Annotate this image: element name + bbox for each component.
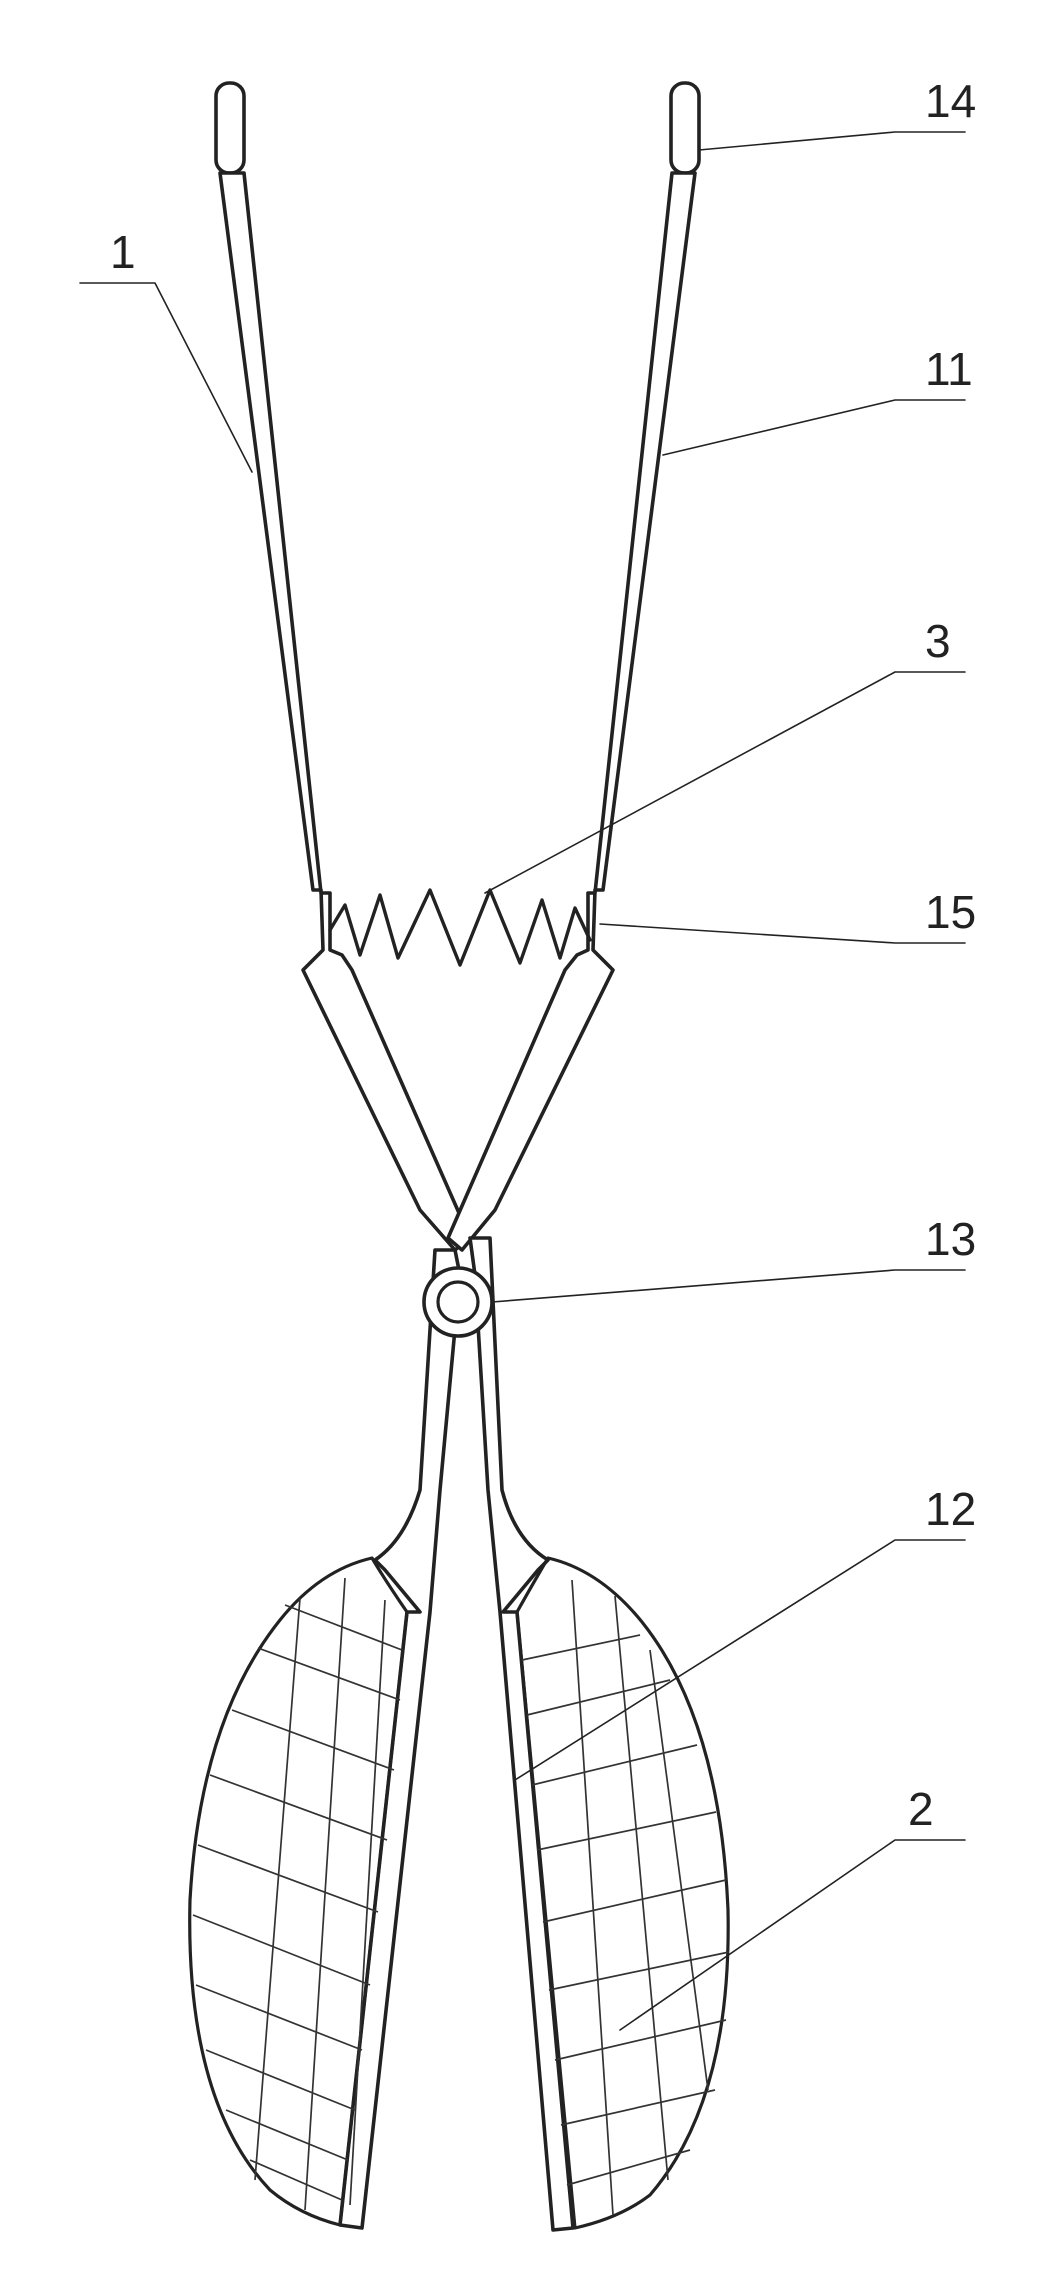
- net-basket-right: [515, 1556, 730, 2230]
- callout-14: 14: [925, 75, 976, 127]
- jaw-right: [468, 1236, 575, 2232]
- callout-2: 2: [908, 1783, 934, 1835]
- callout-3: 3: [925, 615, 951, 667]
- jaw-left: [338, 1248, 462, 2230]
- callout-1: 1: [110, 226, 136, 278]
- handle-tip-grip-right: [669, 81, 701, 175]
- spring: [328, 888, 592, 967]
- callout-12: 12: [925, 1483, 976, 1535]
- handle-arm-left: [218, 171, 472, 1252]
- handle-tip-grip-left: [214, 81, 246, 175]
- leader-lines: [79, 131, 966, 2031]
- net-basket-left: [188, 1556, 409, 2227]
- callout-15: 15: [925, 886, 976, 938]
- callout-11: 11: [925, 343, 973, 395]
- handle-arm-right: [446, 171, 697, 1252]
- pivot-pin-outer: [422, 1266, 494, 1338]
- pivot-pin-inner: [436, 1280, 480, 1324]
- callout-13: 13: [925, 1213, 976, 1265]
